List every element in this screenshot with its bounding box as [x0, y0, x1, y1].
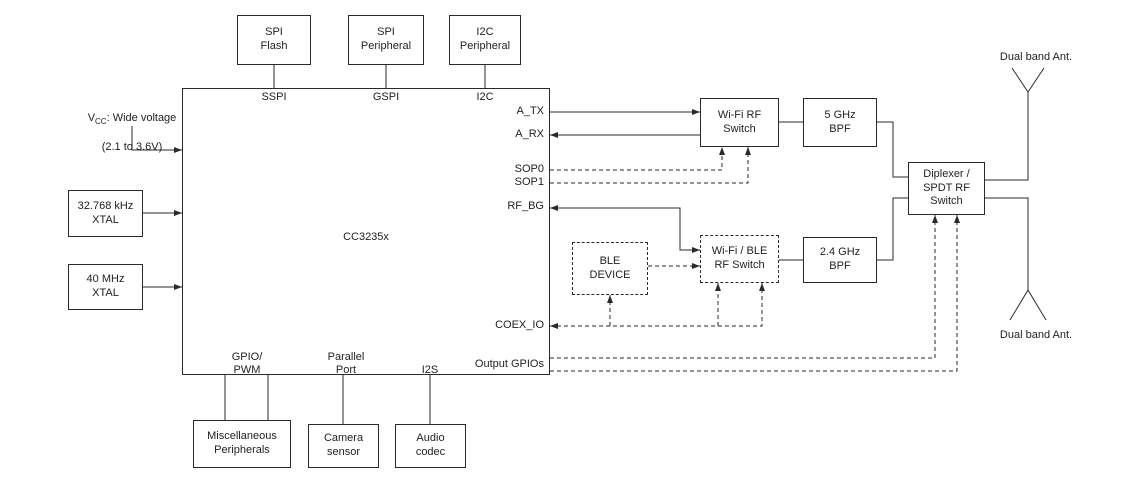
wire-output-gpio-2	[550, 215, 960, 372]
cc3235x-chip	[182, 88, 550, 375]
pin-i2c: I2C	[476, 91, 494, 103]
wire-coex-io	[550, 283, 765, 329]
wire-bpf5-diplexer	[877, 121, 908, 178]
diplexer-box: Diplexer / SPDT RF Switch	[908, 162, 985, 215]
bpf-24ghz-box: 2.4 GHz BPF	[803, 237, 877, 283]
wifi-ble-rf-switch-box: Wi-Fi / BLE RF Switch	[700, 235, 779, 283]
wifi-rf-switch-box: Wi-Fi RF Switch	[700, 98, 779, 147]
wire-rf-bg	[550, 205, 700, 253]
pin-sspi: SSPI	[261, 91, 287, 103]
vcc-rest: : Wide voltage	[106, 112, 177, 124]
i2c-peripheral-box: I2C Peripheral	[449, 15, 521, 65]
pin-rf-bg: RF_BG	[507, 200, 544, 212]
wire-bpf24-diplexer	[877, 197, 908, 261]
audio-codec-box: Audio codec	[395, 424, 466, 468]
wire-output-gpio-1	[550, 215, 938, 359]
antenna-top-label: Dual band Ant.	[999, 51, 1073, 63]
antenna-bottom-label: Dual band Ant.	[999, 329, 1073, 341]
wire-sop0	[550, 147, 725, 171]
chip-label: CC3235x	[343, 231, 389, 243]
antenna-bottom-icon	[1027, 289, 1047, 321]
wire-diplexer-antenna-bottom	[985, 197, 1029, 290]
pin-a-tx: A_TX	[516, 105, 544, 117]
pin-output-gpios: Output GPIOs	[474, 358, 544, 370]
spi-peripheral-box: SPI Peripheral	[348, 15, 424, 65]
pin-coex-io: COEX_IO	[495, 319, 544, 331]
xtal-40mhz-box: 40 MHz XTAL	[68, 264, 143, 310]
misc-peripherals-box: Miscellaneous Peripherals	[193, 420, 291, 468]
vcc-prefix: V	[87, 112, 96, 124]
antenna-top-icon	[1027, 67, 1045, 93]
bpf-5ghz-box: 5 GHz BPF	[803, 98, 877, 147]
pin-gspi: GSPI	[372, 91, 400, 103]
ble-device-box: BLE DEVICE	[572, 242, 648, 295]
pin-gpio-pwm: GPIO/ PWM	[231, 351, 263, 376]
wire-diplexer-antenna-top	[985, 92, 1029, 181]
vcc-line1: VCC: Wide voltage	[82, 112, 182, 128]
pin-sop1: SOP1	[514, 176, 544, 188]
vcc-label: VCC: Wide voltage (2.1 to 3.6V)	[82, 99, 182, 167]
antenna-top-icon	[1011, 67, 1029, 93]
pin-parallel-port: Parallel Port	[327, 351, 365, 376]
pin-sop0: SOP0	[514, 163, 544, 175]
camera-sensor-box: Camera sensor	[308, 424, 379, 468]
vcc-subscript: CC	[95, 117, 107, 127]
pin-a-rx: A_RX	[515, 128, 544, 140]
wire-sop1	[550, 147, 751, 184]
spi-flash-box: SPI Flash	[237, 15, 311, 65]
vcc-line2: (2.1 to 3.6V)	[101, 141, 163, 154]
antenna-bottom-icon	[1009, 289, 1029, 321]
pin-i2s: I2S	[421, 364, 439, 376]
xtal-32768-box: 32.768 kHz XTAL	[68, 190, 143, 237]
wire-vcc	[131, 126, 182, 153]
